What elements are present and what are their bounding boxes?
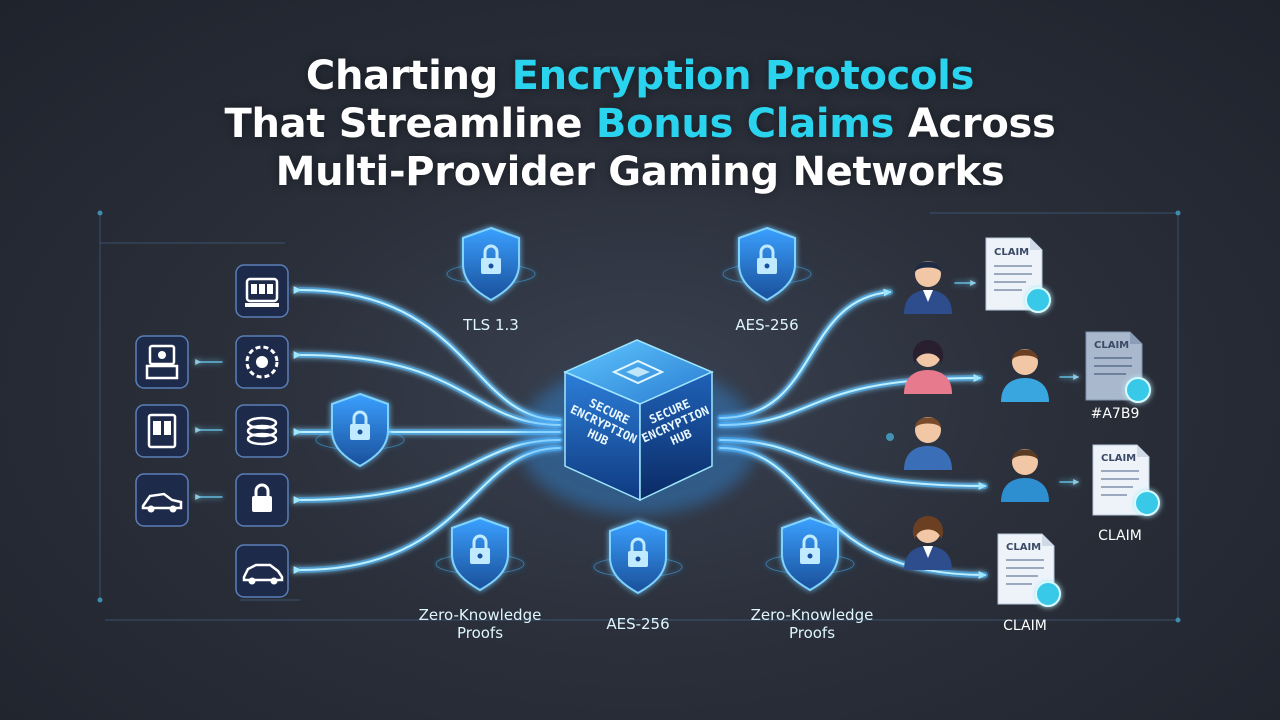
- label-tls: TLS 1.3: [462, 316, 519, 334]
- shield-lock-icon-zkp-right: [765, 516, 855, 592]
- label-aes-top: AES-256: [735, 316, 798, 334]
- user-avatar-2: [904, 340, 952, 394]
- hub-top-chip-icon: [611, 359, 665, 385]
- claim-document-icon-2: CLAIM: [1085, 331, 1151, 403]
- title-highlight-encryption: Encryption Protocols: [511, 53, 975, 99]
- user-avatar-1: [904, 261, 952, 314]
- label-zkp-right-2: Proofs: [789, 624, 835, 642]
- title-line2-end: Across: [894, 101, 1056, 147]
- claim-caption-mid: CLAIM: [1098, 528, 1142, 544]
- shield-lock-icon-aes-bottom: [593, 519, 683, 595]
- shields: [315, 226, 855, 595]
- label-zkp-left-1: Zero-Knowledge: [419, 606, 542, 624]
- claim-document-icon-1: CLAIM: [985, 237, 1051, 313]
- claim-document-icon-4: CLAIM: [997, 533, 1061, 607]
- circuit-frame: [97, 210, 1181, 623]
- slot-machine-icon: [235, 264, 289, 318]
- shield-lock-icon-zkp-left: [435, 516, 525, 592]
- claim-caption-bottom: CLAIM: [1003, 618, 1047, 634]
- claim-doc-word-1: CLAIM: [994, 247, 1029, 258]
- user-avatar-4: [904, 417, 952, 470]
- label-zkp-left-2: Proofs: [457, 624, 503, 642]
- user-avatar-5: [1001, 449, 1049, 502]
- poker-chips-icon: [235, 404, 289, 458]
- kiosk-icon: [135, 404, 189, 458]
- arcade-cabinet-icon: [135, 335, 189, 389]
- claim-doc-word-4: CLAIM: [1006, 542, 1041, 553]
- race-car-icon: [135, 473, 189, 527]
- user-avatar-6: [904, 516, 952, 570]
- title-line3: Multi-Provider Gaming Networks: [275, 149, 1005, 195]
- claim-documents: CLAIM CLAIM CLAIM CLAIM: [985, 237, 1160, 607]
- secure-encryption-hub: SECURE ENCRYPTION HUB SECURE ENCRYPTION …: [518, 339, 758, 515]
- claim-doc-word-3: CLAIM: [1101, 453, 1136, 464]
- label-aes-bottom: AES-256: [606, 615, 669, 633]
- car-icon: [235, 544, 289, 598]
- title-line1-part: Charting: [305, 53, 512, 99]
- roulette-wheel-icon: [235, 335, 289, 389]
- shield-lock-icon-tls: [446, 226, 536, 302]
- padlock-icon: [235, 473, 289, 527]
- users: [904, 261, 1049, 570]
- user-avatar-3: [1001, 349, 1049, 402]
- shield-lock-icon-left: [315, 392, 405, 468]
- claim-doc-word-2: CLAIM: [1094, 340, 1129, 351]
- title-line2-part: That Streamline: [224, 101, 596, 147]
- claim-id-label: #A7B9: [1091, 406, 1140, 422]
- shield-lock-icon-aes-top: [722, 226, 812, 302]
- title-highlight-bonus: Bonus Claims: [595, 101, 895, 147]
- provider-icons-right-column: [235, 264, 289, 598]
- label-zkp-right-1: Zero-Knowledge: [751, 606, 874, 624]
- provider-icons-left-column: [135, 335, 189, 527]
- claim-document-icon-3: CLAIM: [1092, 444, 1160, 516]
